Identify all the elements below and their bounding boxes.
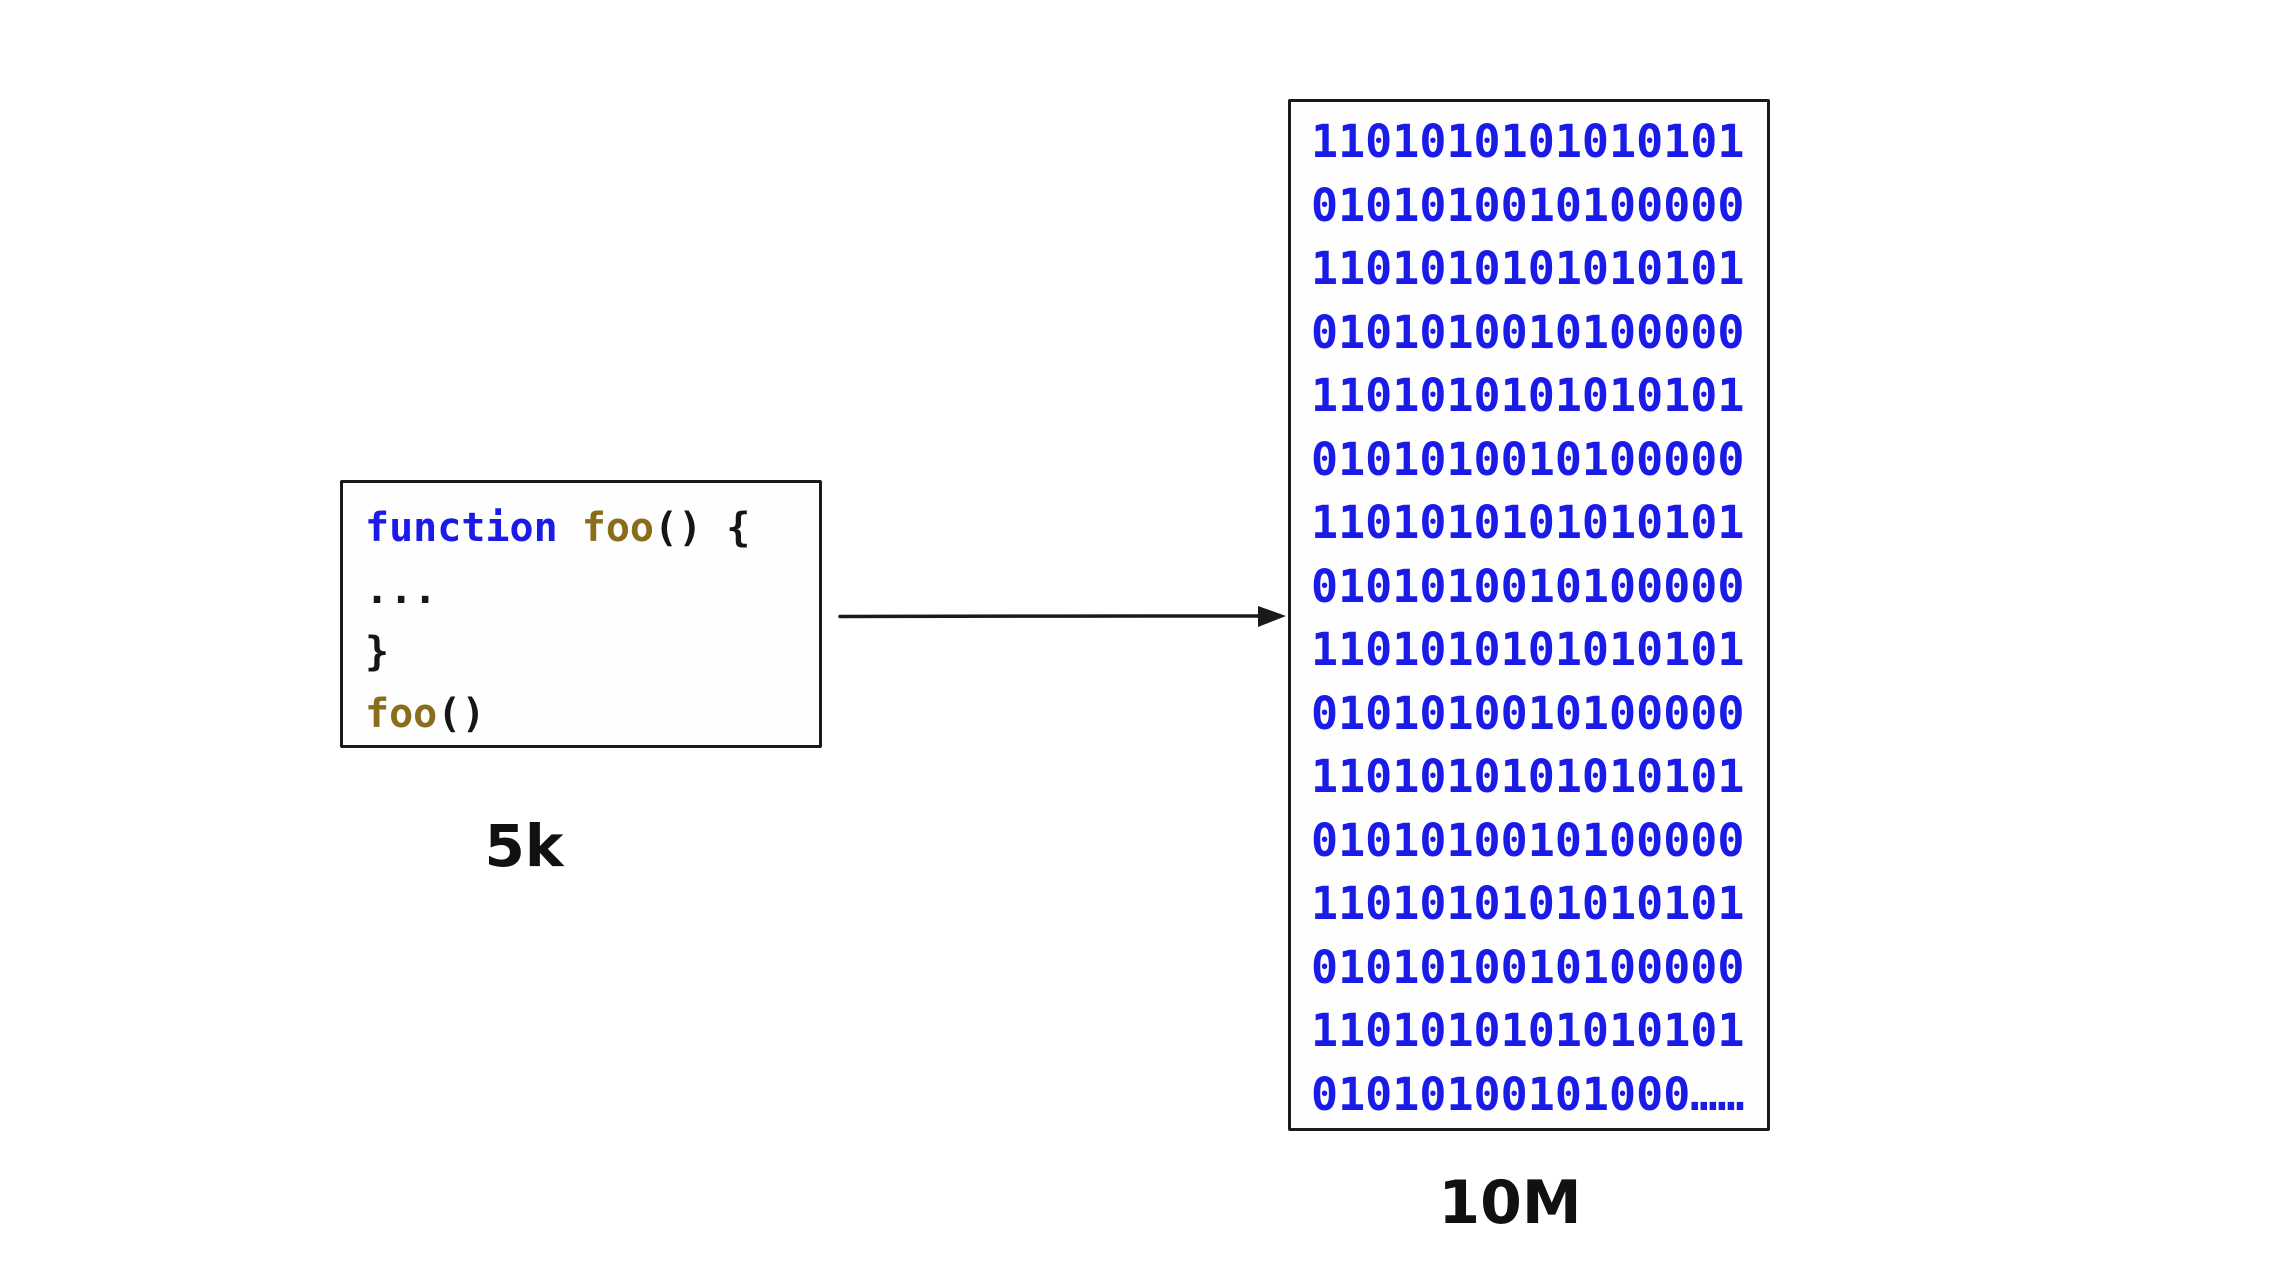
binary-line: 1101010101010101 — [1311, 369, 1745, 422]
binary-line: 1101010101010101 — [1311, 623, 1745, 676]
code-line: function foo() { — [365, 497, 819, 559]
binary-line: 1101010101010101 — [1311, 877, 1745, 930]
binary-line: 0101010010100000 — [1311, 686, 1745, 740]
binary-output-box: 1101010101010101 0101010010100000 11010101… — [1288, 99, 1770, 1131]
code-line: foo() — [365, 683, 819, 745]
code-token: foo — [365, 691, 438, 737]
code-token: () { — [654, 505, 751, 551]
code-line: } — [365, 621, 819, 683]
code-token — [558, 505, 582, 551]
code-snippet-box: function foo() {...}foo() — [340, 480, 822, 748]
arrow-right-icon — [838, 606, 1286, 627]
binary-line: 0101010010100000 — [1311, 813, 1745, 867]
code-size-label: 5k — [484, 812, 564, 880]
code-token: () — [437, 691, 486, 737]
binary-line: 0101010010100000 — [1311, 178, 1745, 232]
binary-line: 1101010101010101 — [1311, 1004, 1745, 1057]
binary-size-label: 10M — [1438, 1168, 1582, 1238]
binary-line: 1101010101010101 — [1311, 750, 1745, 803]
binary-line: 0101010010100000 — [1311, 940, 1745, 994]
code-line: ... — [365, 559, 819, 621]
code-token: foo — [581, 505, 654, 551]
code-token: ... — [365, 567, 438, 613]
binary-line: 0101010010100000 — [1311, 432, 1745, 486]
binary-line: 0101010010100000 — [1311, 559, 1745, 613]
binary-line: 1101010101010101 — [1311, 496, 1745, 549]
code-token: function — [365, 505, 558, 551]
binary-line: 01010100101000…… — [1311, 1067, 1745, 1121]
binary-line: 1101010101010101 — [1311, 242, 1745, 295]
code-token: } — [365, 629, 390, 675]
binary-line: 1101010101010101 — [1311, 115, 1745, 168]
binary-line: 0101010010100000 — [1311, 305, 1745, 359]
